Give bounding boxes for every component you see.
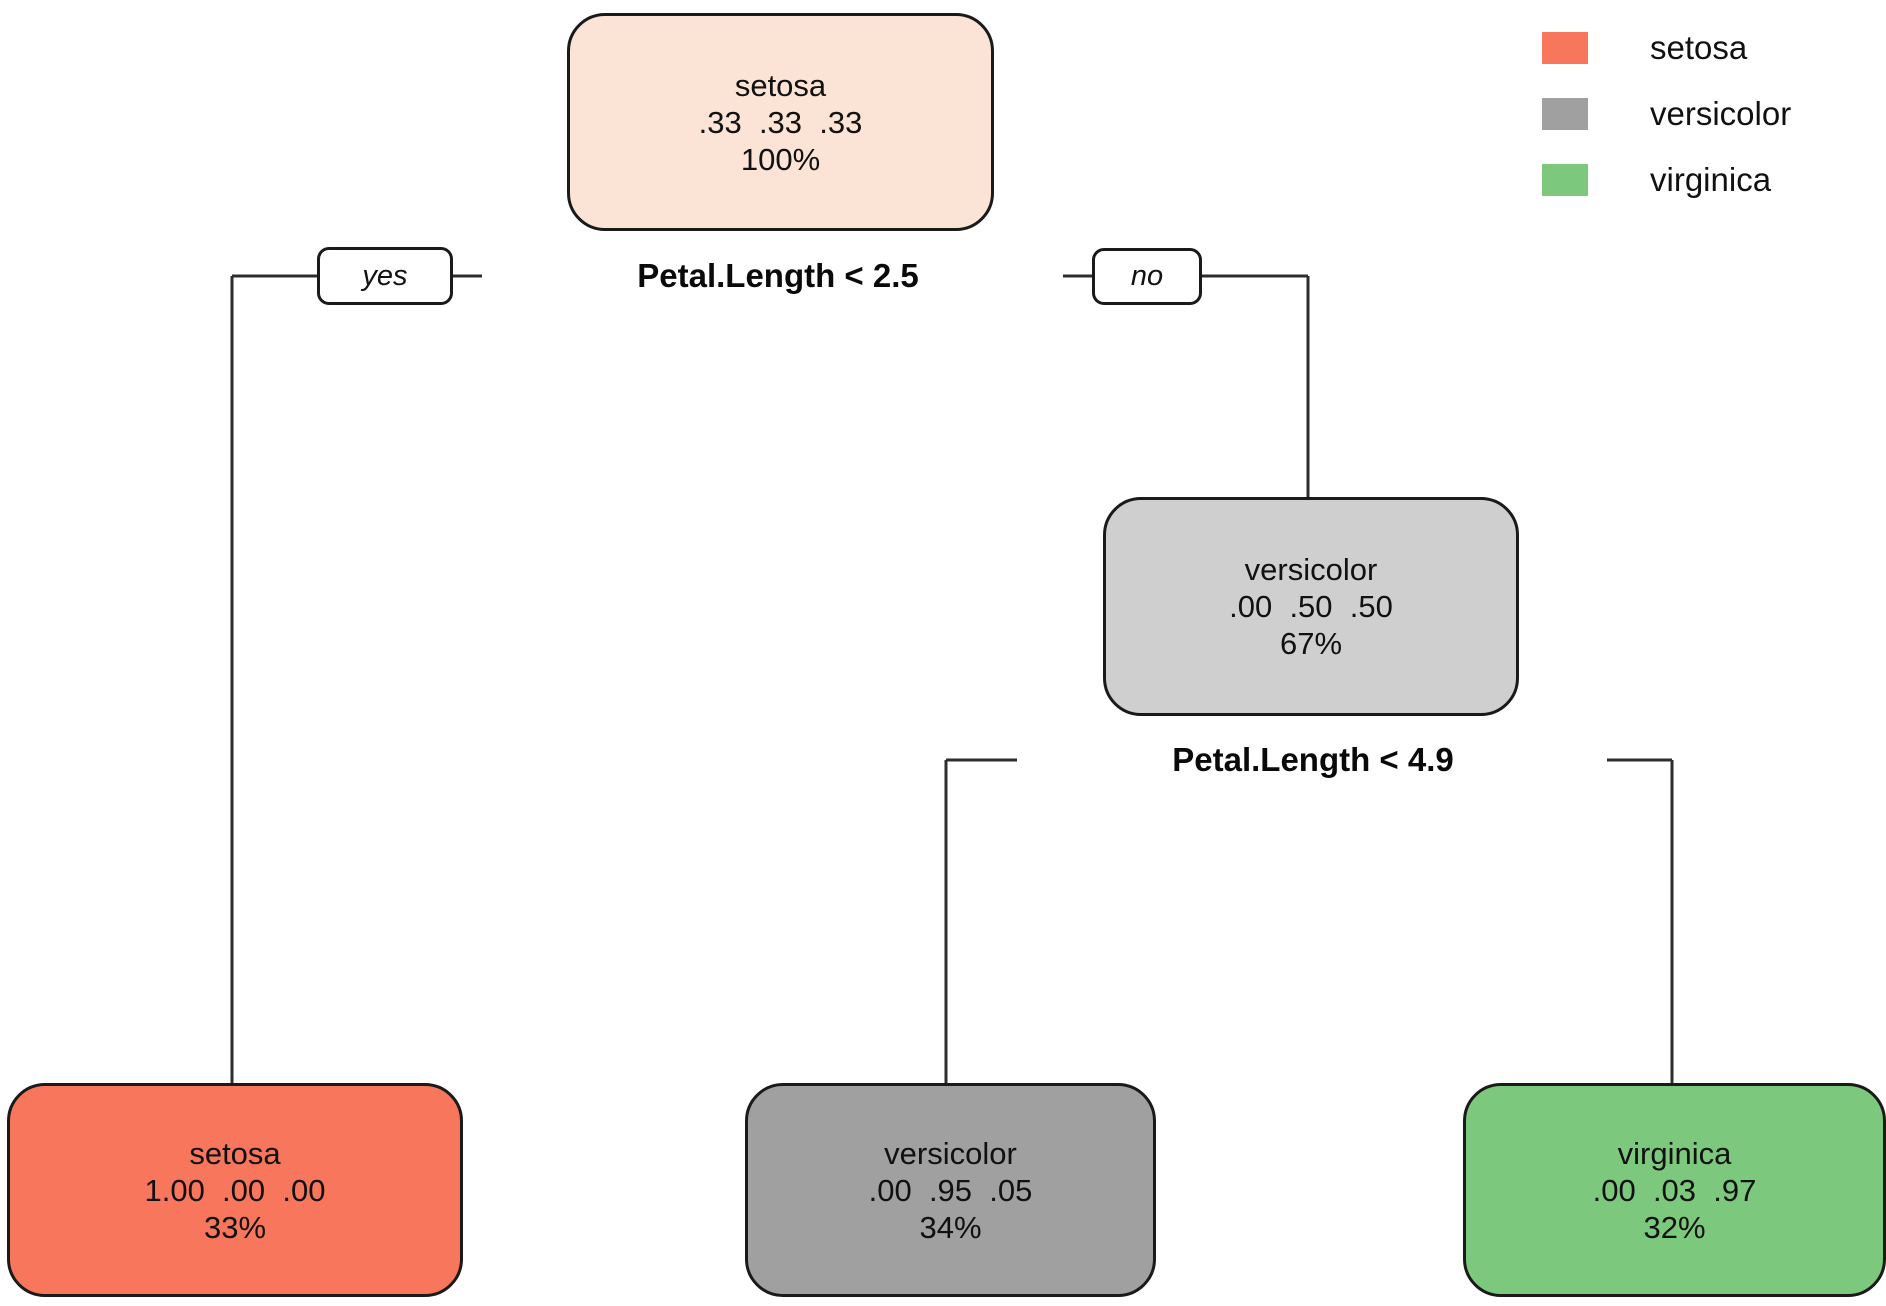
branch-badge-yes-label: yes — [362, 259, 408, 292]
node-coverage-percent: 100% — [740, 141, 821, 177]
legend-item-versicolor: versicolor — [1542, 95, 1792, 132]
node-class-label: versicolor — [884, 1135, 1017, 1171]
node-class-label: setosa — [734, 67, 827, 103]
node-root-setosa: setosa .33 .33 .33 100% — [567, 13, 994, 231]
split-condition-2: Petal.Length < 4.9 — [1146, 737, 1480, 783]
node-coverage-percent: 33% — [203, 1209, 267, 1245]
split-condition-1: Petal.Length < 2.5 — [611, 253, 945, 299]
legend-label-virginica: virginica — [1650, 161, 1772, 198]
node-class-label: virginica — [1617, 1135, 1732, 1171]
branch-badge-yes: yes — [317, 247, 453, 305]
leaf-node-versicolor: versicolor .00 .95 .05 34% — [745, 1083, 1156, 1297]
node-class-probabilities: .00 .95 .05 — [868, 1172, 1033, 1208]
node-class-probabilities: 1.00 .00 .00 — [144, 1172, 326, 1208]
legend-item-virginica: virginica — [1542, 161, 1791, 198]
legend-swatch-versicolor — [1542, 98, 1588, 130]
node-internal-versicolor: versicolor .00 .50 .50 67% — [1103, 497, 1519, 716]
node-class-probabilities: .00 .50 .50 — [1229, 589, 1393, 624]
legend-swatch-setosa — [1542, 32, 1588, 64]
legend-label-setosa: setosa — [1650, 29, 1748, 66]
node-coverage-percent: 34% — [919, 1209, 982, 1245]
node-class-probabilities: .33 .33 .33 — [698, 104, 863, 140]
legend-item-setosa: setosa — [1542, 29, 1791, 66]
legend-label-versicolor: versicolor — [1650, 95, 1792, 132]
legend: setosa versicolor virginica — [1542, 29, 1792, 230]
branch-badge-no-label: no — [1130, 260, 1164, 292]
node-coverage-percent: 32% — [1643, 1209, 1706, 1245]
leaf-node-virginica: virginica .00 .03 .97 32% — [1463, 1083, 1886, 1297]
legend-swatch-virginica — [1542, 164, 1588, 196]
node-class-probabilities: .00 .03 .97 — [1592, 1172, 1757, 1208]
node-class-label: versicolor — [1244, 552, 1378, 587]
leaf-node-setosa: setosa 1.00 .00 .00 33% — [7, 1083, 463, 1297]
node-class-label: setosa — [189, 1135, 281, 1171]
node-coverage-percent: 67% — [1279, 626, 1343, 661]
branch-badge-no: no — [1092, 248, 1202, 305]
